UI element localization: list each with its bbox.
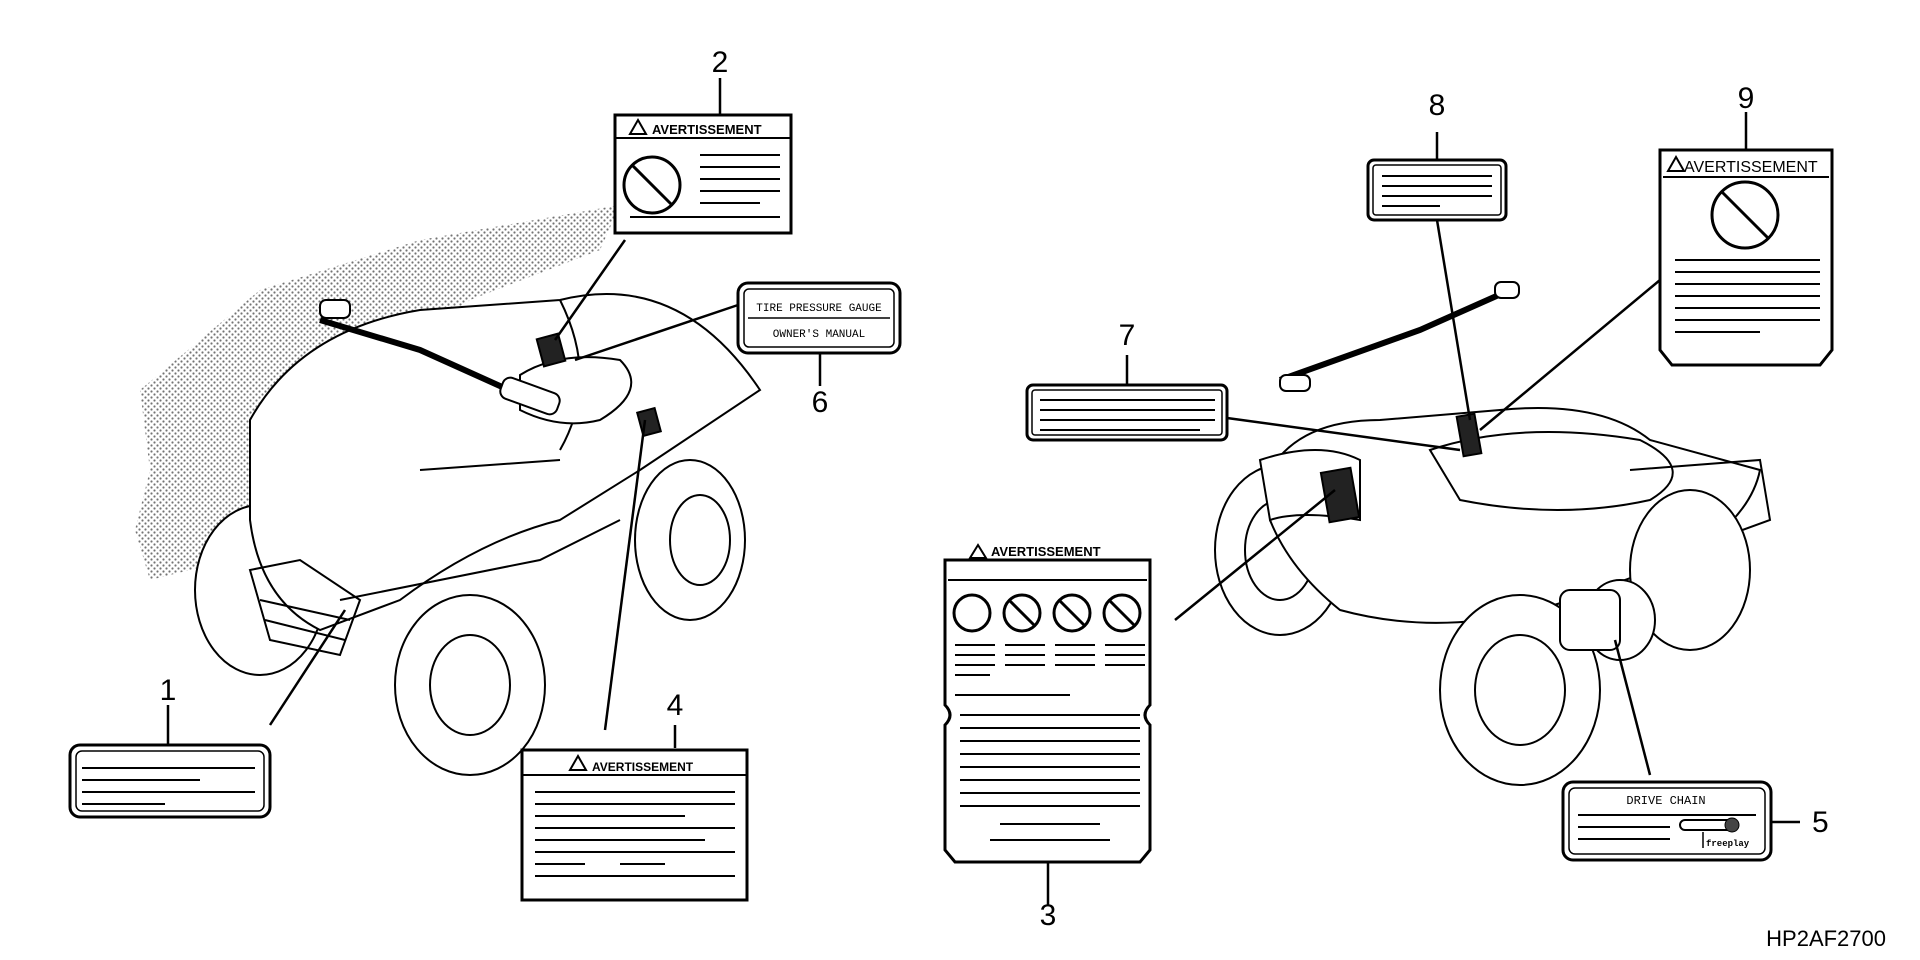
tire-pressure-gauge-text: TIRE PRESSURE GAUGE [756, 303, 882, 315]
owners-manual-text: OWNER'S MANUAL [773, 329, 865, 341]
warning-triangle-icon [568, 753, 588, 771]
warning-triangle-icon [1666, 154, 1686, 172]
callout-8: 8 [1429, 89, 1446, 122]
callout-1: 1 [160, 674, 177, 707]
label-3-warning: AVERTISSEMENT [991, 544, 1101, 559]
label-1 [68, 743, 272, 819]
callout-2: 2 [712, 46, 729, 79]
label-9-warning: AVERTISSEMENT [1684, 159, 1818, 176]
atv-rear-view [1214, 281, 1772, 786]
wheel-rear-small [1629, 489, 1751, 651]
label-5 [1561, 780, 1773, 862]
callout-7: 7 [1119, 319, 1136, 352]
handlebar-rear [1278, 287, 1512, 383]
leader-lines [166, 78, 1800, 905]
warning-triangle-icon [968, 543, 988, 559]
drive-chain-text: DRIVE CHAIN [1626, 794, 1705, 808]
callout-5: 5 [1812, 806, 1829, 839]
label-2 [613, 113, 793, 235]
callout-9: 9 [1738, 82, 1755, 115]
atv-front-view [135, 205, 762, 776]
prohibition-icons [952, 593, 1142, 633]
body-fender [249, 293, 762, 632]
label-6 [736, 281, 902, 355]
callout-numbers: 1 2 3 4 5 6 7 8 9 [160, 46, 1829, 932]
callout-3: 3 [1040, 899, 1057, 932]
label-4 [520, 748, 749, 902]
mark-label-8-9 [1455, 412, 1483, 458]
warning-triangle-icon [628, 117, 648, 135]
callout-4: 4 [667, 689, 684, 722]
part-number: HP2AF2700 [1766, 926, 1886, 951]
callout-6: 6 [812, 386, 829, 419]
label-4-warning: AVERTISSEMENT [592, 760, 694, 774]
label-7 [1025, 383, 1229, 442]
label-2-warning: AVERTISSEMENT [652, 122, 762, 137]
freeplay-text: freeplay [1706, 839, 1750, 849]
handlebar [319, 317, 522, 398]
seat-rear [1428, 431, 1674, 511]
mark-label-2 [535, 332, 567, 368]
front-bumper [248, 558, 362, 657]
label-9 [1658, 148, 1834, 367]
label-8 [1366, 158, 1508, 222]
label-3 [943, 543, 1152, 864]
